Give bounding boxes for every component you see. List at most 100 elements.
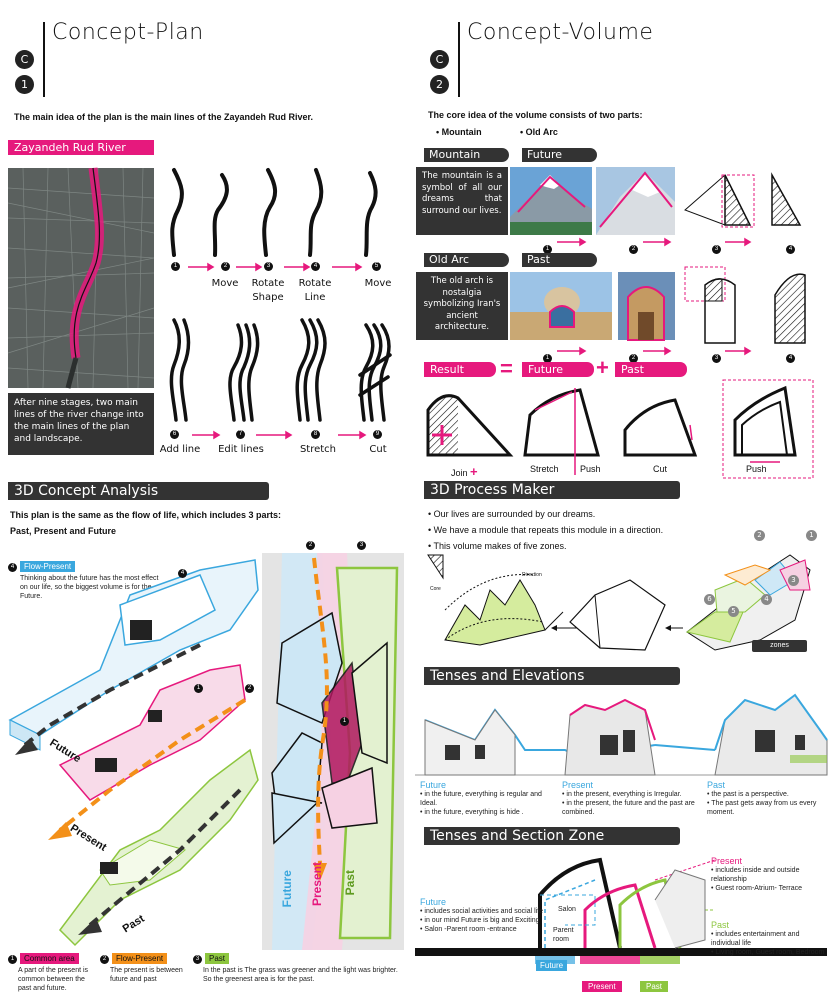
section-item-text: includes inside and outside relationship	[711, 867, 800, 883]
section-title: Tenses and Section Zone	[424, 827, 680, 845]
process-bullet-text: We have a module that repeats this modul…	[433, 525, 664, 535]
title-divider	[43, 22, 45, 97]
legend-title: Past	[205, 953, 230, 964]
tense-item: • in the future, everything is regular a…	[420, 791, 542, 807]
elevation-render	[415, 690, 828, 780]
tense-past: Past • the past is a perspective. • The …	[707, 780, 822, 817]
oldarc-row-nums-4: 4	[786, 346, 795, 364]
legend-number: 2	[100, 955, 109, 964]
result-past: Past	[615, 362, 687, 377]
mountain-row-nums-4: 4	[786, 237, 795, 255]
tense-item: • in the future, everything is hide .	[420, 809, 524, 816]
process-bullet: • This volume makes of five zones.	[428, 541, 567, 551]
section-item-text: includes entertainment and individual li…	[711, 931, 800, 947]
section-item: • Guest room-Atrium- Terrace	[711, 885, 803, 892]
section-badge-number: 1	[15, 75, 34, 94]
result-label: Result	[424, 362, 496, 377]
join-label-text: Join	[451, 468, 468, 478]
step-label: Rotate Shape	[251, 278, 285, 303]
section-item: • Salon -Parent room -entrance	[420, 926, 517, 933]
flow-present-tag: Flow-Present	[20, 561, 76, 572]
section-badge-letter: C	[15, 50, 34, 69]
process-bullet-text: Our lives are surrounded by our dreams.	[433, 509, 596, 519]
step-label: Move	[211, 278, 239, 289]
strip-label-future: Future	[280, 870, 294, 908]
section-item: • Living room, Guest room, Bedroom	[711, 949, 825, 956]
section-future-title: Future	[420, 897, 447, 907]
volume-intro: The core idea of the volume consists of …	[428, 110, 643, 120]
tense-item: • in the present, everything is Irregula…	[562, 791, 682, 798]
row-number: 1	[543, 354, 552, 363]
zone-number: 3	[788, 575, 799, 586]
mountain-diagrams	[684, 172, 802, 228]
row-number: 3	[712, 354, 721, 363]
section-badge-number: 2	[430, 75, 449, 94]
tense-title: Future	[420, 780, 447, 790]
mountain-row-nums-2: 2	[629, 237, 638, 255]
mountain-row-nums-3: 3	[712, 237, 721, 255]
tense-item-text: The past gets away from us every moment.	[707, 800, 817, 816]
step-label: Move	[364, 278, 392, 289]
tenses-title: Tenses and Elevations	[424, 667, 680, 685]
title-divider	[458, 22, 460, 97]
section-bottom-past: Past	[640, 981, 669, 992]
oldarc-text: The old arch is nostalgia symbolizing Ir…	[416, 272, 508, 340]
section-bottom-future: Future	[536, 960, 568, 971]
room-label-salon: Salon	[558, 906, 576, 913]
tense-item: • the past is a perspective.	[707, 791, 789, 798]
volume-marker: 2	[245, 684, 254, 693]
section-future: Future • includes social activities and …	[420, 897, 545, 934]
plus-sign: +	[596, 355, 609, 380]
step-label: Stretch	[299, 444, 337, 455]
mountain-arrows	[557, 237, 752, 247]
process-diagram	[427, 554, 811, 651]
row-number: 2	[629, 354, 638, 363]
analysis-intro-2: Past, Present and Future	[10, 526, 117, 536]
section-badge-letter: C	[430, 50, 449, 69]
tense-item: • in the present, the future and the pas…	[562, 800, 695, 816]
shape-label-cut: Cut	[653, 464, 668, 474]
tense-title: Present	[562, 780, 594, 790]
section-past-title: Past	[711, 920, 730, 930]
row-number: 4	[786, 354, 795, 363]
flow-present-text: Thinking about the future has the most e…	[20, 575, 159, 600]
step-number: 6	[170, 430, 179, 439]
river-map-graphic	[7, 167, 155, 389]
step-label: Cut	[369, 444, 387, 455]
plan-intro: The main idea of the plan is the main li…	[14, 112, 314, 122]
plan-marker: 2	[306, 541, 315, 550]
zone-number: 2	[754, 530, 765, 541]
process-bullet-text: This volume makes of five zones.	[433, 541, 567, 551]
tense-title: Past	[707, 780, 726, 790]
flow-present-number: 4	[8, 563, 17, 572]
legend-title: Flow-Present	[112, 953, 168, 964]
river-map	[7, 167, 155, 389]
past-label: Past	[522, 253, 597, 267]
mountain-row-nums: 1	[543, 237, 552, 255]
step-number: 5	[372, 262, 381, 271]
plan-steps-top	[170, 168, 378, 272]
page-title: Concept-Plan	[52, 20, 204, 45]
zone-number: 5	[728, 606, 739, 617]
section-item: • includes social activities and social …	[420, 908, 544, 915]
row-number: 1	[543, 245, 552, 254]
oldarc-label: Old Arc	[424, 253, 509, 267]
plan-steps-bottom	[169, 318, 392, 440]
shape-label-push: Push	[580, 464, 601, 474]
tense-item-text: in the future, everything is hide .	[424, 809, 524, 816]
strip-label-past: Past	[343, 870, 357, 896]
shape-label-push-2: Push	[746, 464, 767, 474]
axonometric-volumes	[8, 559, 259, 947]
oldarc-row-nums-2: 2	[629, 346, 638, 364]
result-future: Future	[522, 362, 594, 377]
section-item-text: in our mind Future is big and Exciting	[424, 917, 540, 924]
section-item-text: Living room, Guest room, Bedroom	[715, 949, 825, 956]
volume-part-1: • Mountain	[436, 127, 482, 137]
volume-marker: 4	[178, 569, 187, 578]
tense-future: Future • in the future, everything is re…	[420, 780, 545, 817]
process-title: 3D Process Maker	[424, 481, 680, 499]
zone-number: 4	[761, 594, 772, 605]
tense-item-text: in the present, everything is Irregular.	[566, 791, 682, 798]
step-label: Edit lines	[218, 444, 264, 455]
mountain-label: Mountain	[424, 148, 509, 162]
